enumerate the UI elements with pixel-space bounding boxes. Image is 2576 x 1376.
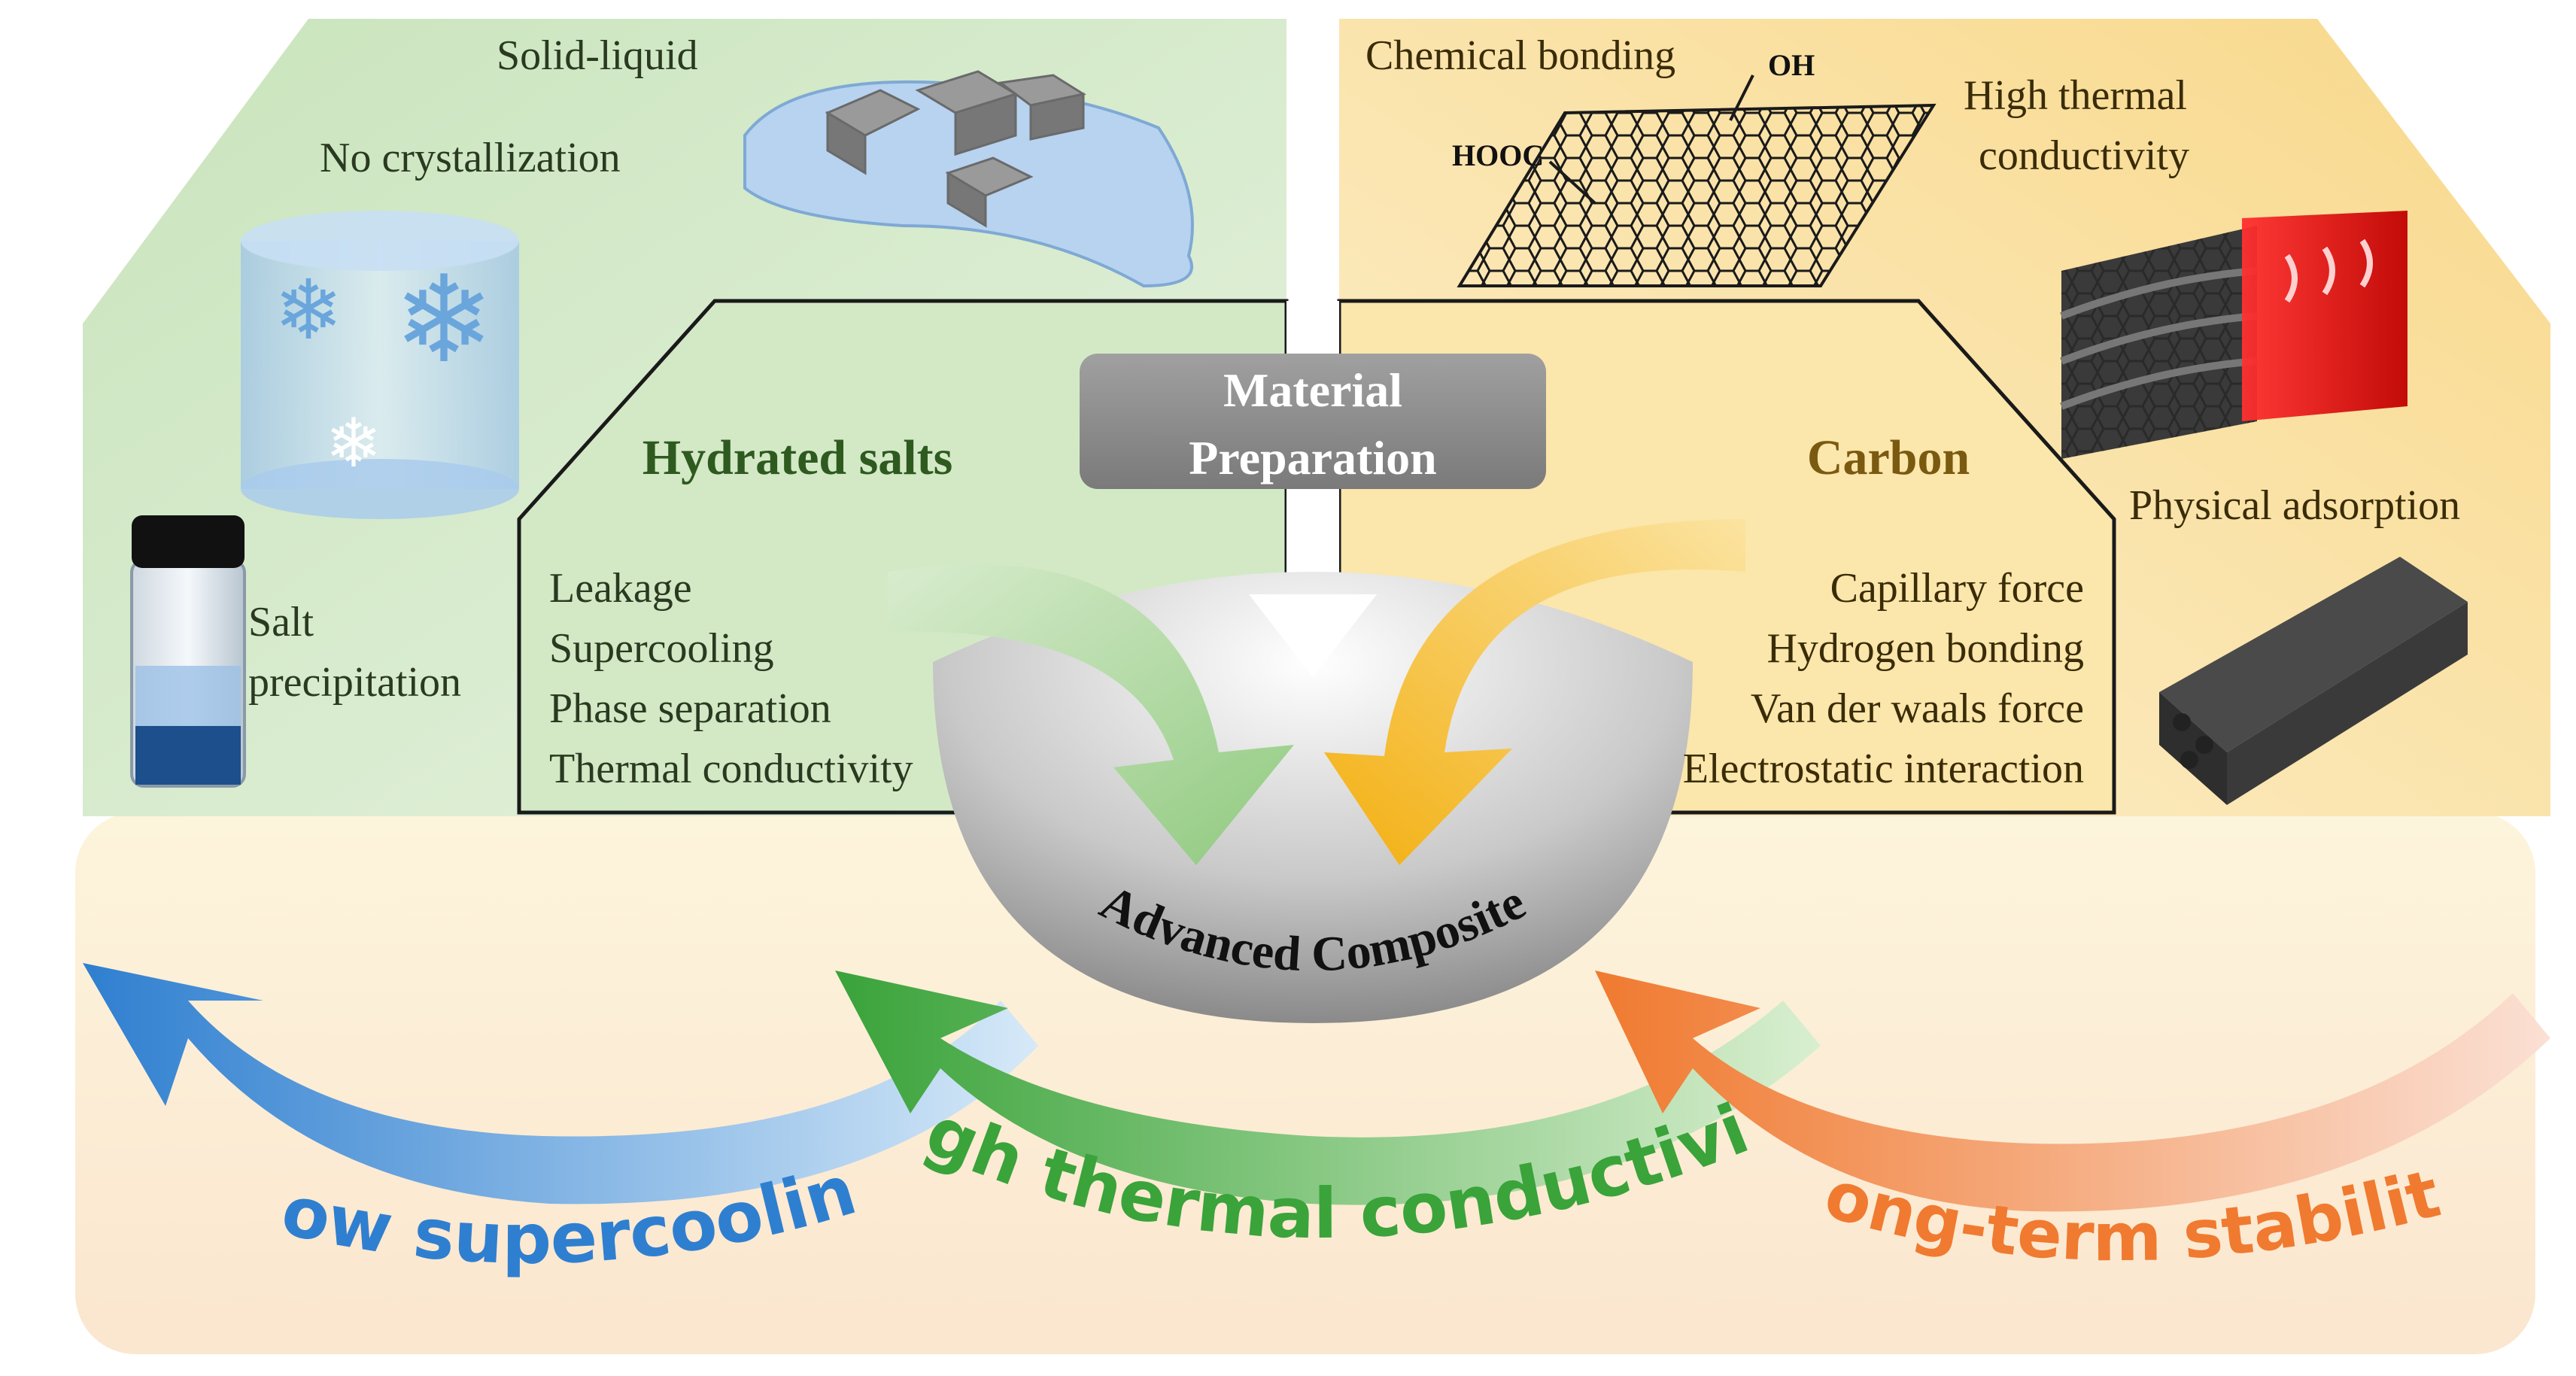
force-van-der-waals: Van der waals force [1751, 685, 2084, 732]
hydrated-salts-heading: Hydrated salts [642, 430, 953, 485]
snowflake-icon: ❄ [325, 404, 381, 483]
chemical-bonding-label: Chemical bonding [1365, 32, 1675, 79]
yellow-inflow-arrow [1324, 519, 1745, 865]
carbon-heading: Carbon [1807, 430, 1970, 485]
green-inflow-arrow [888, 564, 1294, 865]
bowl-notch [1249, 594, 1377, 677]
bottom-band [75, 813, 2535, 1354]
material-preparation-box [1080, 354, 1546, 489]
snowflake-icon: ❄ [274, 262, 343, 358]
material-label: Material [1223, 363, 1402, 417]
force-electrostatic: Electrostatic interaction [1683, 746, 2084, 792]
orange-outcome-arrow [1595, 970, 2550, 1212]
solid-liquid-label: Solid-liquid [497, 32, 698, 79]
issue-supercooling: Supercooling [549, 625, 774, 672]
force-capillary: Capillary force [1830, 565, 2084, 612]
carbon-foam-illustration [2060, 211, 2407, 459]
issue-phase-separation: Phase separation [549, 685, 831, 732]
conductivity-label: conductivity [1979, 132, 2189, 179]
vial-illustration [130, 515, 246, 788]
green-outcome-arrow [835, 970, 1821, 1205]
issue-leakage: Leakage [549, 565, 692, 612]
salt-label: Salt [248, 599, 314, 645]
cylinder-illustration [241, 211, 519, 519]
carbon-rod-illustration [2159, 557, 2468, 805]
blue-outcome-arrow [83, 963, 1038, 1204]
no-crystallization-label: No crystallization [320, 135, 621, 181]
issue-thermal-conductivity: Thermal conductivity [549, 746, 913, 792]
snowflake-icon: ❄ [393, 249, 494, 390]
preparation-label: Preparation [1189, 431, 1436, 484]
force-hydrogen-bonding: Hydrogen bonding [1766, 625, 2084, 672]
graphene-sheet-illustration [1457, 74, 1937, 287]
oh-label: OH [1768, 48, 1815, 82]
physical-adsorption-label: Physical adsorption [2129, 482, 2460, 529]
precipitation-label: precipitation [248, 659, 461, 706]
high-thermal-label: High thermal [1964, 72, 2187, 119]
solid-liquid-illustration [743, 70, 1194, 288]
hooc-label: HOOC [1452, 138, 1544, 172]
